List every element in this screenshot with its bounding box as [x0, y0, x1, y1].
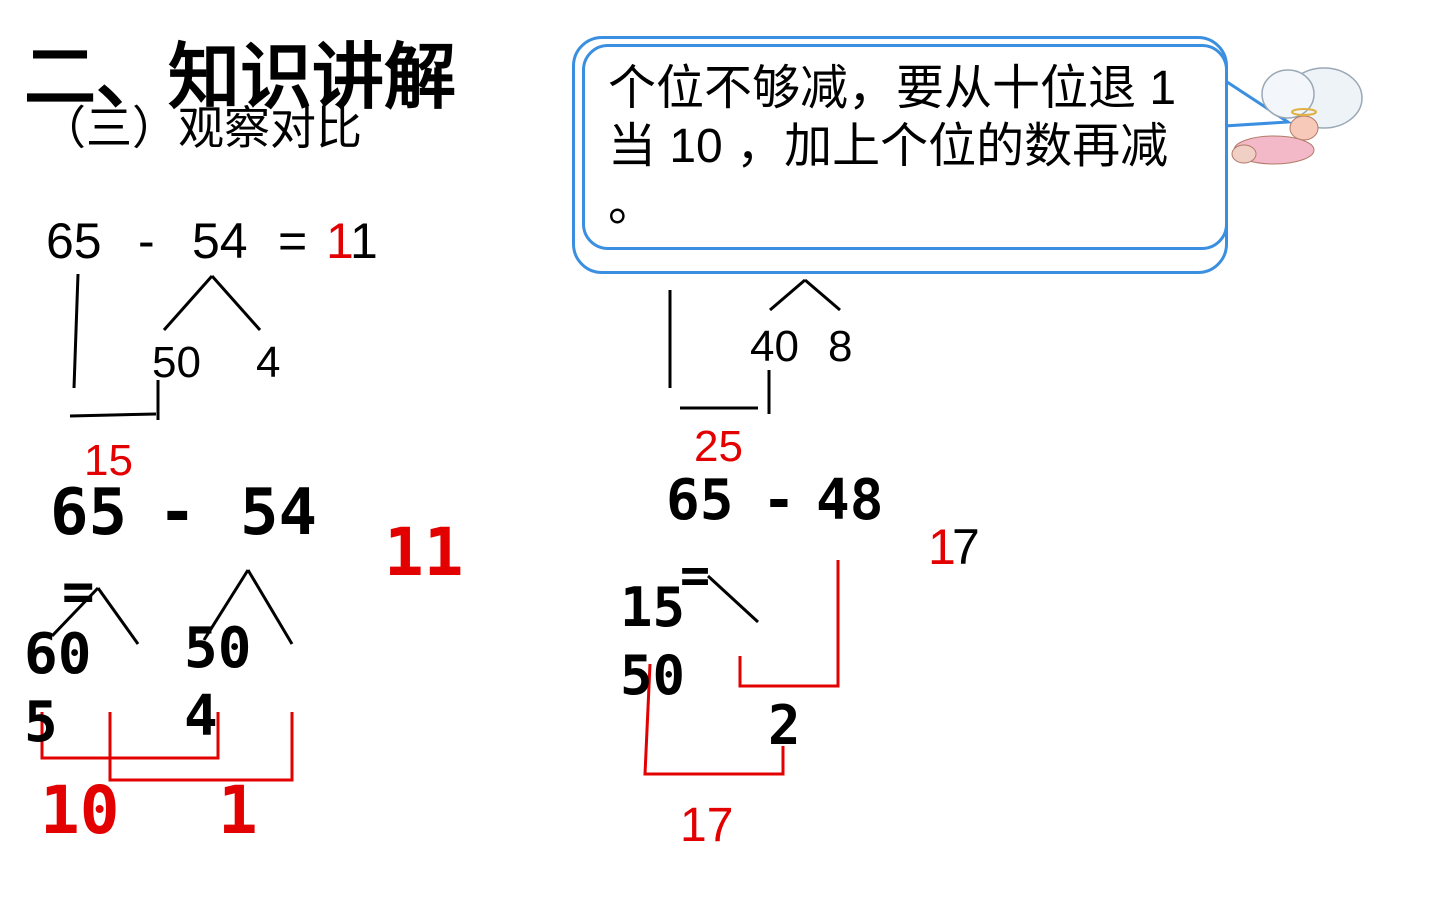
tl-split-tens: 50 [152, 338, 201, 387]
tl-equals: = [278, 213, 308, 269]
tr-split-ones: 8 [828, 322, 853, 371]
tl-result-tens: 1 [326, 213, 354, 269]
bubble-text: 个位不够减，要从十位退 1 当 10 ，加上个位的数再减 。 [608, 62, 1177, 231]
br-operand-b: 48 [816, 468, 884, 533]
bl-a-ones: 5 [24, 690, 58, 755]
tl-split-ones: 4 [256, 338, 281, 387]
bl-minus: - [158, 476, 197, 550]
bl-operand-a: 65 [50, 476, 128, 550]
bl-b-tens: 50 [184, 616, 252, 681]
bl-part2: 1 [218, 772, 258, 849]
bl-a-tens: 60 [24, 622, 92, 687]
br-equals: = [680, 546, 711, 604]
angel-cartoon-icon [1231, 67, 1363, 165]
br-a-split1: 15 [620, 576, 686, 639]
bl-result: 11 [384, 514, 464, 591]
bl-part1: 10 [40, 772, 120, 849]
br-sum-result: 17 [680, 799, 734, 852]
tl-sub-result: 15 [84, 436, 133, 485]
bl-equals: = [62, 560, 95, 623]
speech-bubble [582, 44, 1228, 250]
tl-operand-b: 54 [192, 213, 248, 269]
tl-result-ones: 1 [350, 213, 378, 269]
tr-split-tens: 40 [750, 322, 799, 371]
tl-operand-a: 65 [46, 213, 102, 269]
br-result-ones: 7 [952, 519, 980, 575]
tr-sub-result: 25 [694, 422, 743, 471]
tl-minus: - [138, 213, 155, 269]
bl-b-ones: 4 [184, 684, 218, 749]
br-operand-a: 65 [666, 468, 734, 533]
bl-operand-b: 54 [240, 476, 318, 550]
br-diff-small: 2 [768, 694, 801, 757]
br-a-split2: 50 [620, 644, 686, 707]
slide-title: 二、知识讲解 [24, 35, 457, 119]
slide-subtitle: （三）观察对比 [40, 101, 362, 155]
br-minus: - [762, 468, 796, 533]
br-result-tens: 1 [928, 519, 956, 575]
